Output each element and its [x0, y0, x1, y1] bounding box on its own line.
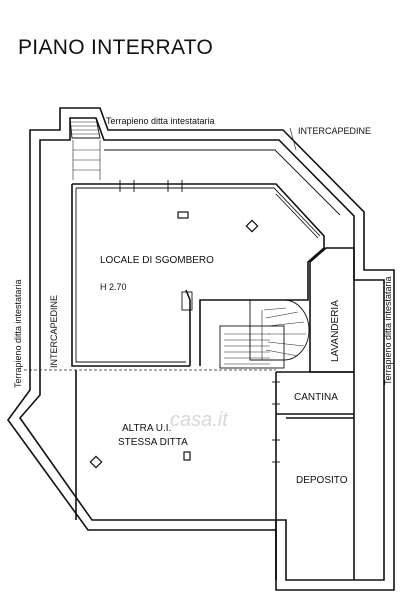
door-marks: [272, 381, 280, 463]
stair-top-left-treads: [71, 121, 101, 180]
locale-room-wall: [71, 183, 325, 367]
locale-label: LOCALE DI SGOMBERO: [100, 255, 214, 266]
watermark-logo: casa.it: [170, 409, 229, 431]
stair-top-left: [69, 117, 101, 139]
lower-room-wall: [75, 370, 277, 580]
locale-height-label: H 2.70: [100, 282, 127, 292]
plan-title: PIANO INTERRATO: [18, 36, 213, 59]
spiral-stair: [219, 299, 310, 369]
terrapieno-top-label: Terrapieno ditta intestataria: [106, 116, 215, 126]
intercapedine-left-label: INTERCAPEDINE: [49, 295, 59, 368]
fixture-1: [177, 211, 189, 219]
fixture-3: [89, 455, 103, 469]
terrapieno-left-label: Terrapieno ditta intestataria: [13, 279, 23, 388]
deposito-label: DEPOSITO: [296, 475, 348, 486]
intercapedine-top-label: INTERCAPEDINE: [298, 126, 371, 136]
outer-wall: [7, 107, 395, 591]
terrapieno-right-label: Terrapieno ditta intestataria: [383, 276, 393, 385]
pillar-stub: [181, 291, 193, 311]
lavanderia-wall: [309, 247, 355, 373]
cantina-label: CANTINA: [294, 392, 338, 403]
window-marks: [119, 180, 319, 239]
altra-label-2: STESSA DITTA: [118, 437, 188, 448]
locale-room-wall-inner: [75, 187, 321, 363]
fixture-2: [245, 219, 259, 233]
lavanderia-label: LAVANDERIA: [330, 300, 341, 362]
top-gap-wall: [104, 149, 341, 216]
intercapedine-pointer: [289, 127, 297, 151]
fixture-4: [183, 451, 191, 461]
altra-label-1: ALTRA U.I.: [122, 423, 171, 434]
